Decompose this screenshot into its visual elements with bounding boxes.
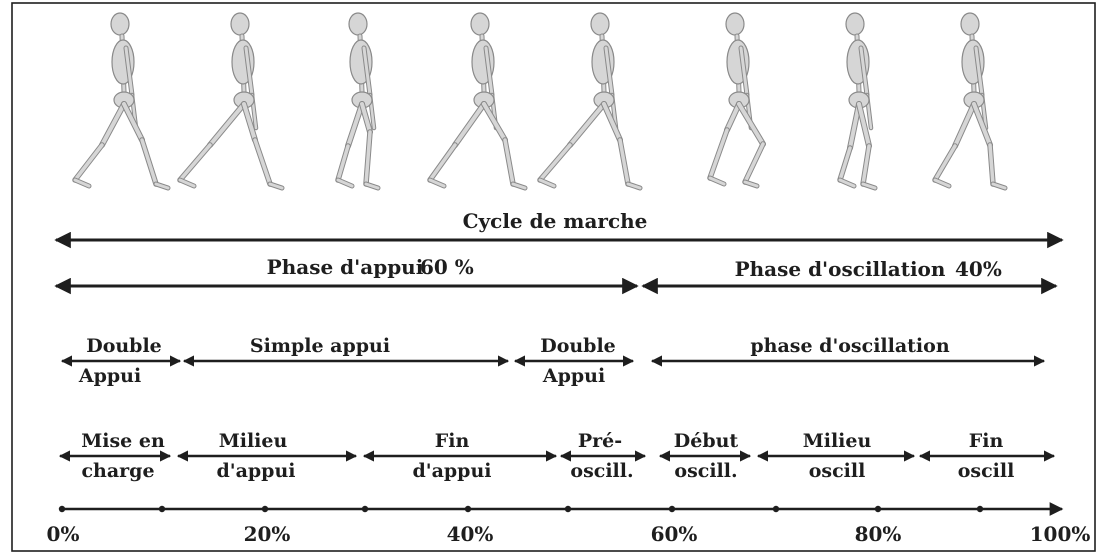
event-label-line1: Début — [674, 430, 739, 452]
event-label-line1: Milieu — [803, 430, 872, 452]
oscillation-subphase-label: phase d'oscillation — [750, 335, 949, 357]
stance-phase-label: Phase d'appui — [267, 255, 424, 279]
scale-label-40: 40% — [447, 522, 494, 546]
event-label-line1: Milieu — [219, 430, 288, 452]
scale-label-60: 60% — [651, 522, 698, 546]
percent-scale: 0% 20% 40% 60% 80% 100% — [47, 502, 1091, 546]
event-fin-oscill: Fin oscill — [918, 430, 1056, 482]
scale-dot — [564, 505, 572, 513]
skeleton-figures — [72, 12, 1008, 191]
scale-dot — [874, 505, 882, 513]
diagram-frame — [11, 2, 1096, 552]
walking-skeleton-figure — [707, 12, 766, 189]
event-debut-oscill: Début oscill. — [658, 430, 752, 482]
event-mise-en-charge: Mise en charge — [58, 430, 172, 482]
scale-label-20: 20% — [244, 522, 291, 546]
swing-phase-percent: 40% — [955, 257, 1002, 281]
swing-phase-label: Phase d'oscillation — [735, 257, 946, 281]
scale-dot — [261, 505, 269, 513]
double-support-1-line1: Double — [86, 335, 162, 357]
event-label-line1: Fin — [435, 430, 470, 452]
scale-dot — [772, 505, 780, 513]
walking-skeleton-figure — [537, 12, 643, 191]
event-label-line2: charge — [81, 460, 154, 482]
event-label-line1: Fin — [969, 430, 1004, 452]
walking-skeleton-figure — [837, 12, 878, 191]
scale-dot — [58, 505, 66, 513]
walking-skeleton-figure — [932, 12, 1008, 191]
cycle-title: Cycle de marche — [463, 209, 648, 233]
scale-dots — [58, 505, 984, 513]
double-support-2-line2: Appui — [542, 365, 605, 387]
scale-dot — [158, 505, 166, 513]
event-label-line1: Pré- — [578, 430, 622, 452]
event-label-line2: d'appui — [412, 460, 491, 482]
event-label-line2: oscill. — [674, 460, 737, 482]
event-label-line1: Mise en — [81, 430, 165, 452]
event-milieu-appui: Milieu d'appui — [176, 430, 358, 482]
walking-skeleton-figure — [177, 12, 285, 191]
event-pre-oscill: Pré- oscill. — [559, 430, 647, 482]
scale-label-0: 0% — [47, 522, 80, 546]
scale-dot — [976, 505, 984, 513]
scale-label-100: 100% — [1030, 522, 1091, 546]
event-milieu-oscill: Milieu oscill — [756, 430, 916, 482]
walking-skeleton-figure — [335, 12, 381, 191]
walking-skeleton-figure — [72, 12, 171, 191]
walking-skeleton-figure — [427, 12, 528, 191]
event-label-line2: oscill. — [570, 460, 633, 482]
event-label-line2: oscill — [809, 460, 866, 482]
double-support-2-line1: Double — [540, 335, 616, 357]
scale-dot — [668, 505, 676, 513]
stance-phase-percent: 60 % — [420, 255, 474, 279]
event-label-line2: oscill — [958, 460, 1015, 482]
scale-dot — [361, 505, 369, 513]
event-label-line2: d'appui — [216, 460, 295, 482]
event-fin-appui: Fin d'appui — [362, 430, 558, 482]
single-support-label: Simple appui — [250, 335, 390, 357]
scale-dot — [464, 505, 472, 513]
scale-label-80: 80% — [855, 522, 902, 546]
double-support-1-line2: Appui — [78, 365, 141, 387]
